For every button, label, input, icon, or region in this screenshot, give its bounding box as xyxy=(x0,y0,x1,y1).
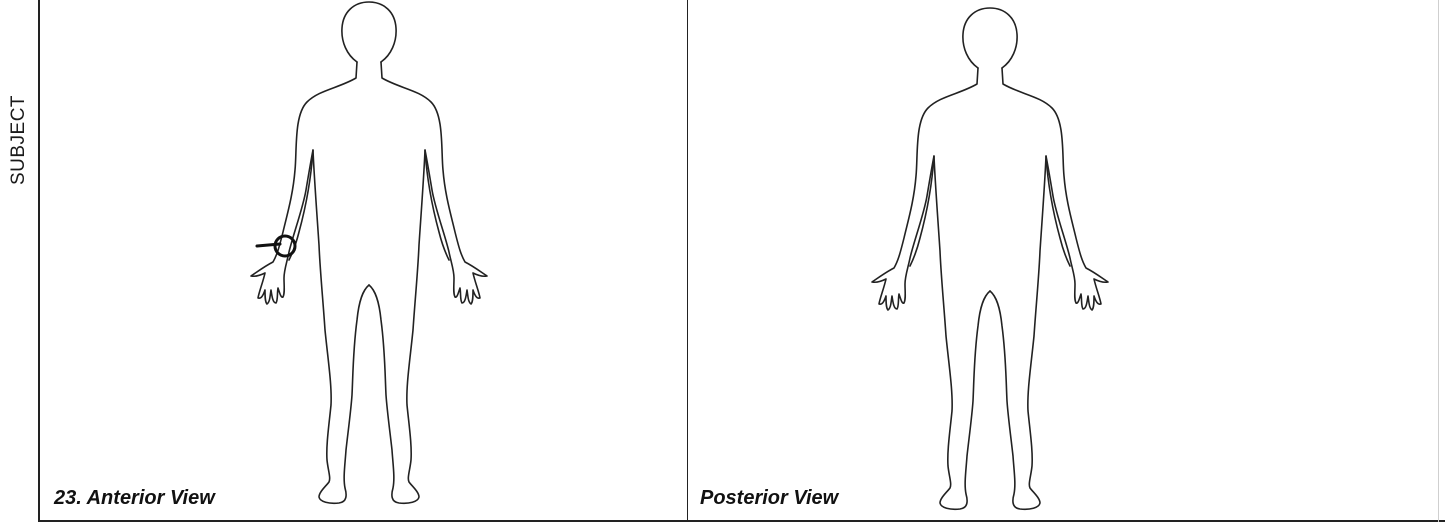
anterior-view-caption: 23. Anterior View xyxy=(54,487,215,510)
wrist-injury-slash-mark xyxy=(257,244,280,246)
anterior-body-outline xyxy=(38,0,688,522)
posterior-view-panel: Posterior View xyxy=(688,0,1445,522)
body-left-side xyxy=(872,68,990,509)
subject-side-label: SUBJECT xyxy=(2,60,36,220)
head-outline xyxy=(342,2,396,62)
body-left-side xyxy=(251,62,369,503)
posterior-view-caption: Posterior View xyxy=(700,487,838,510)
body-right-side xyxy=(369,62,487,503)
scan-edge-line xyxy=(1438,0,1439,522)
posterior-body-outline xyxy=(688,0,1445,522)
wrist-injury-circle-mark xyxy=(275,236,295,256)
anterior-view-panel: 23. Anterior View xyxy=(38,0,688,522)
body-right-side xyxy=(990,68,1108,509)
head-outline xyxy=(963,8,1017,68)
subject-label-text: SUBJECT xyxy=(8,95,30,185)
